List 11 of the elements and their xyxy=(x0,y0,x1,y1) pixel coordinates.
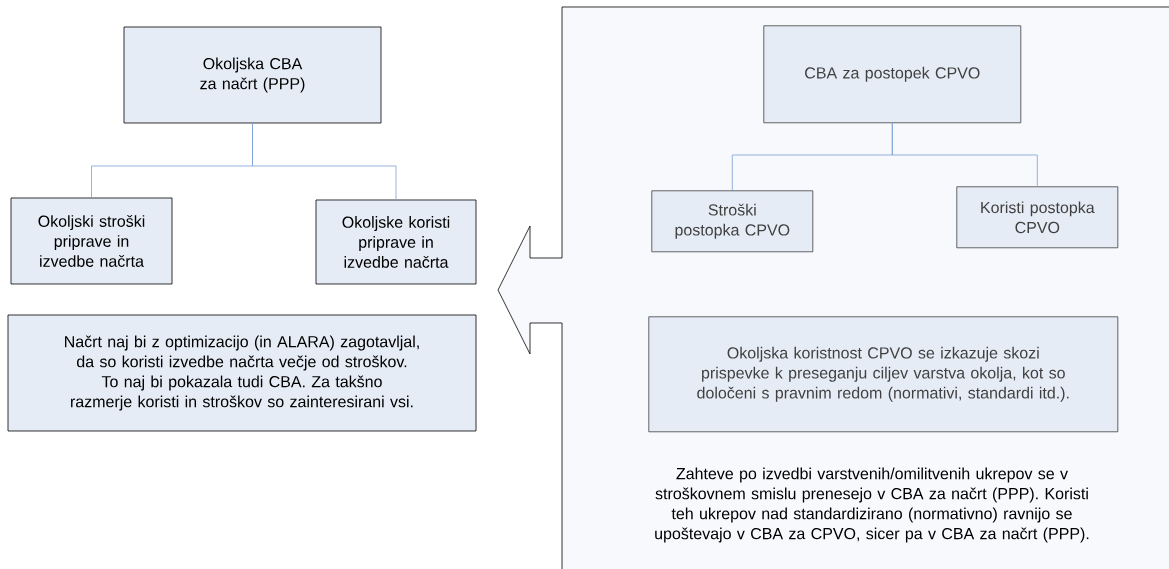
text-box: CBA za postopek CPVO xyxy=(763,25,1022,124)
text-box: Okoljski stroški priprave in izvedbe načrta xyxy=(10,197,173,285)
text-box: Koristi postopka CPVO xyxy=(956,186,1119,249)
text-box: Okoljska CBA za načrt (PPP) xyxy=(123,26,382,124)
text-box: Stroški postopka CPVO xyxy=(651,190,814,253)
connector-line xyxy=(252,123,397,200)
text-box: Načrt naj bi z optimizacijo (in ALARA) zagotavljal, da so koristi izvedbe načrta večje od stroškov. To naj bi pokazala tudi CBA. Za takšno razmerje koristi in stroškov so zainteresirani vsi. xyxy=(7,314,477,432)
text-box: Okoljska koristnost CPVO se izkazuje skozi prispevke k preseganju ciljev varstva okolja, kot so določeni s pravnim redom (normativi, standardi itd.). xyxy=(648,316,1119,433)
note-text: Zahteve po izvedbi varstvenih/omilitvenih ukrepov se v stroškovnem smislu prenesejo v CBA za načrt (PPP). Koristi teh ukrepov nad standardizirano (normativno) ravnijo se upoštevajo v CBA za CPVO, sicer pa v CBA za načrt (PPP). xyxy=(655,467,1089,543)
connector-line xyxy=(891,122,1038,187)
text-box: Okoljske koristi priprave in izvedbe načrta xyxy=(315,199,477,285)
